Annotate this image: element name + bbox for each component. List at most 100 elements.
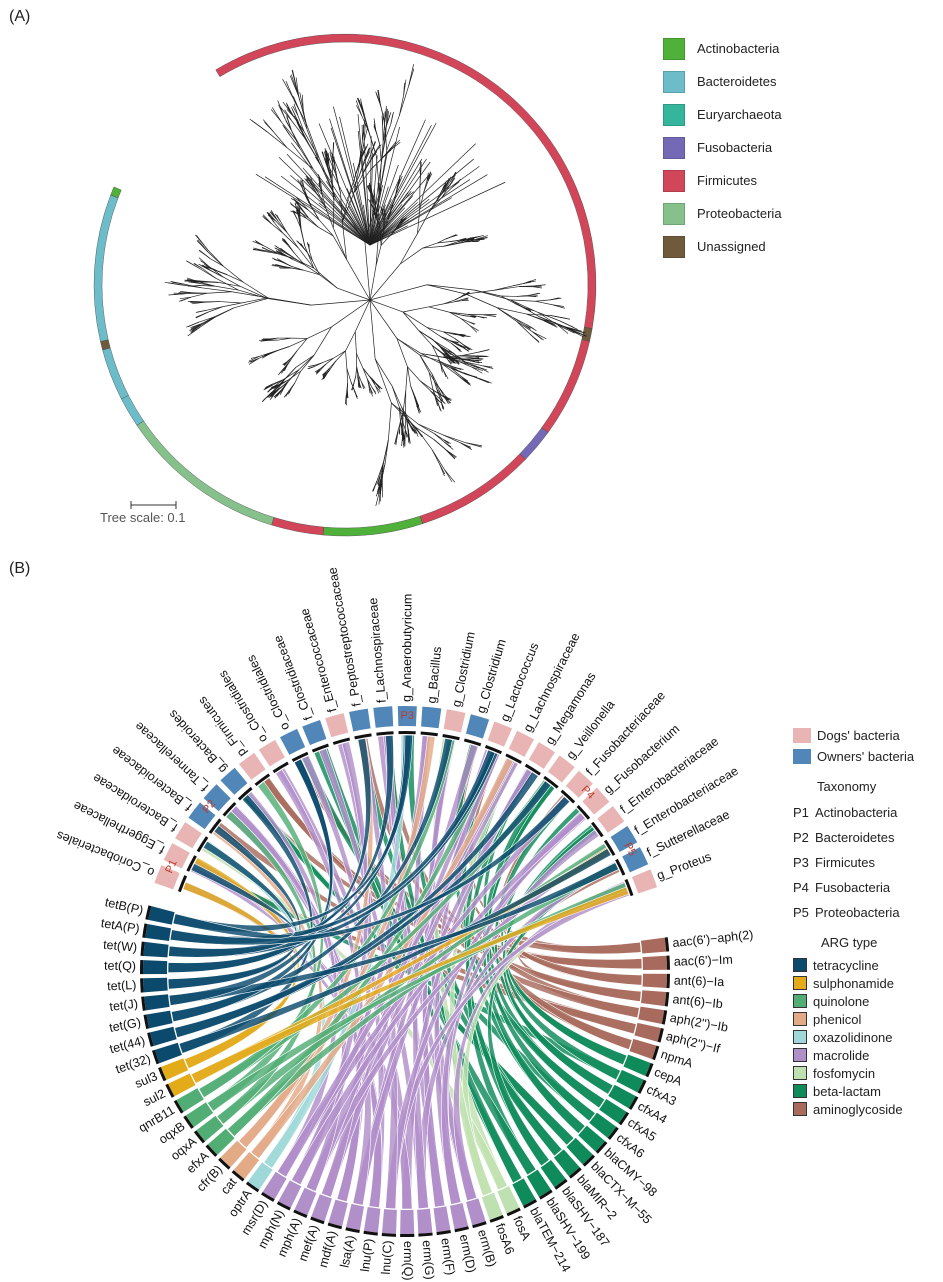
arg-track	[523, 1199, 538, 1209]
arg-type-title: ARG type	[821, 935, 878, 950]
taxonomy-name: Firmicutes	[815, 855, 875, 870]
bacteria-sector	[220, 767, 248, 795]
bacteria-sector	[203, 784, 231, 812]
chord-link	[167, 737, 372, 974]
arg-label: tet(G)	[108, 1015, 142, 1035]
bacteria-label: f_Lachnospiraceae	[366, 597, 389, 703]
chord-link	[291, 812, 586, 1186]
arg-sector	[185, 1102, 214, 1128]
legend-swatch	[663, 169, 685, 192]
arg-label: aac(6')−aph(2)	[672, 928, 754, 950]
arg-sector	[481, 1192, 503, 1220]
arg-sector	[608, 1084, 636, 1109]
bacteria-track	[222, 801, 237, 817]
arg-type-label: beta-lactam	[813, 1083, 881, 1099]
ring-segment	[519, 427, 549, 460]
bacteria-sector	[631, 869, 658, 894]
legend-swatch	[663, 70, 685, 93]
source-label: Owners' bacteria	[817, 749, 915, 764]
bacteria-track	[505, 753, 522, 764]
taxonomy-name: Bacteroidetes	[815, 830, 895, 845]
legend-swatch	[663, 202, 685, 225]
arg-sector	[168, 1073, 196, 1097]
bacteria-label: g_Proteus	[655, 849, 713, 882]
bacteria-track	[208, 818, 222, 834]
bacteria-track	[332, 737, 351, 745]
ring-segment	[419, 453, 526, 524]
arg-track	[276, 1201, 291, 1211]
source-legend-item: Dogs' bacteria	[793, 725, 914, 746]
phylum-tag: P5	[621, 841, 638, 859]
bacteria-sector	[547, 755, 575, 783]
arg-track	[245, 1181, 260, 1193]
arg-sector	[144, 994, 170, 1011]
taxonomy-tag: P4	[793, 880, 809, 895]
ring-segment	[215, 33, 597, 329]
arg-track	[363, 1230, 378, 1236]
arg-track	[183, 1115, 194, 1129]
bacteria-track	[543, 775, 559, 789]
chord-link	[169, 796, 571, 946]
bacteria-label: f_Tannerellaceae	[132, 719, 211, 794]
legend-item-actinobacteria: Actinobacteria	[663, 32, 782, 65]
bacteria-sector	[421, 706, 442, 729]
arg-sector	[642, 973, 667, 988]
arg-type-legend-item: sulphonamide	[793, 974, 914, 992]
arg-type-label: macrolide	[813, 1047, 870, 1063]
bacteria-track	[272, 761, 289, 774]
legend-item-firmicutes: Firmicutes	[663, 164, 782, 197]
arg-sector	[540, 1159, 566, 1188]
arg-sector	[616, 1069, 644, 1093]
bacteria-label: g_Anaerobutyricum	[400, 594, 415, 703]
bacteria-track	[291, 751, 309, 762]
bacteria-sector	[325, 713, 349, 738]
arg-type-swatch	[793, 976, 807, 990]
chord-link	[172, 862, 295, 939]
arg-track	[568, 1167, 582, 1179]
arg-track	[140, 959, 144, 975]
arg-track	[489, 1215, 504, 1223]
ring-segment	[541, 339, 590, 433]
source-label: Dogs' bacteria	[817, 728, 900, 743]
taxonomy-ring	[93, 33, 597, 537]
arg-label: tet(L)	[107, 978, 137, 993]
legend-item-fusobacteria: Fusobacteria	[663, 131, 782, 164]
arg-track	[628, 1096, 639, 1110]
arg-type-swatch	[793, 1012, 807, 1026]
taxonomy-name: Fusobacteria	[815, 880, 891, 895]
arg-sector	[417, 1208, 433, 1234]
chord-link	[433, 748, 493, 1205]
arg-type-label: tetracycline	[813, 957, 879, 973]
arg-type-label: sulphonamide	[813, 975, 894, 991]
arg-sector	[634, 1022, 661, 1042]
bacteria-sector	[175, 822, 202, 849]
arg-sector	[160, 1058, 189, 1081]
arg-type-label: aminoglycoside	[813, 1101, 903, 1117]
source-legend-item: Owners' bacteria	[793, 746, 914, 767]
arg-label: fosA6	[493, 1221, 517, 1256]
arg-sector	[278, 1180, 302, 1208]
bacteria-track	[484, 745, 502, 755]
legend-item-unassigned: Unassigned	[663, 230, 782, 263]
arg-track	[664, 937, 670, 952]
chord-link	[172, 734, 413, 933]
source-swatch	[793, 749, 811, 764]
ring-segment	[322, 515, 423, 537]
bacteria-track	[442, 733, 460, 741]
arg-track	[140, 941, 145, 956]
arg-type-legend-item: fosfomycin	[793, 1064, 914, 1082]
arg-label: aac(6')−Im	[674, 953, 733, 969]
arg-label: fosA	[510, 1214, 533, 1243]
arg-sector	[207, 1128, 235, 1155]
arg-type-label: quinolone	[813, 993, 870, 1009]
bacteria-sector	[188, 802, 216, 830]
arg-type-label: fosfomycin	[813, 1065, 876, 1081]
arg-track	[666, 955, 670, 970]
arg-sector	[311, 1194, 332, 1222]
arg-track	[400, 1233, 415, 1237]
arg-track	[618, 1111, 630, 1126]
arg-sector	[497, 1186, 520, 1214]
bacteria-track	[177, 875, 188, 893]
